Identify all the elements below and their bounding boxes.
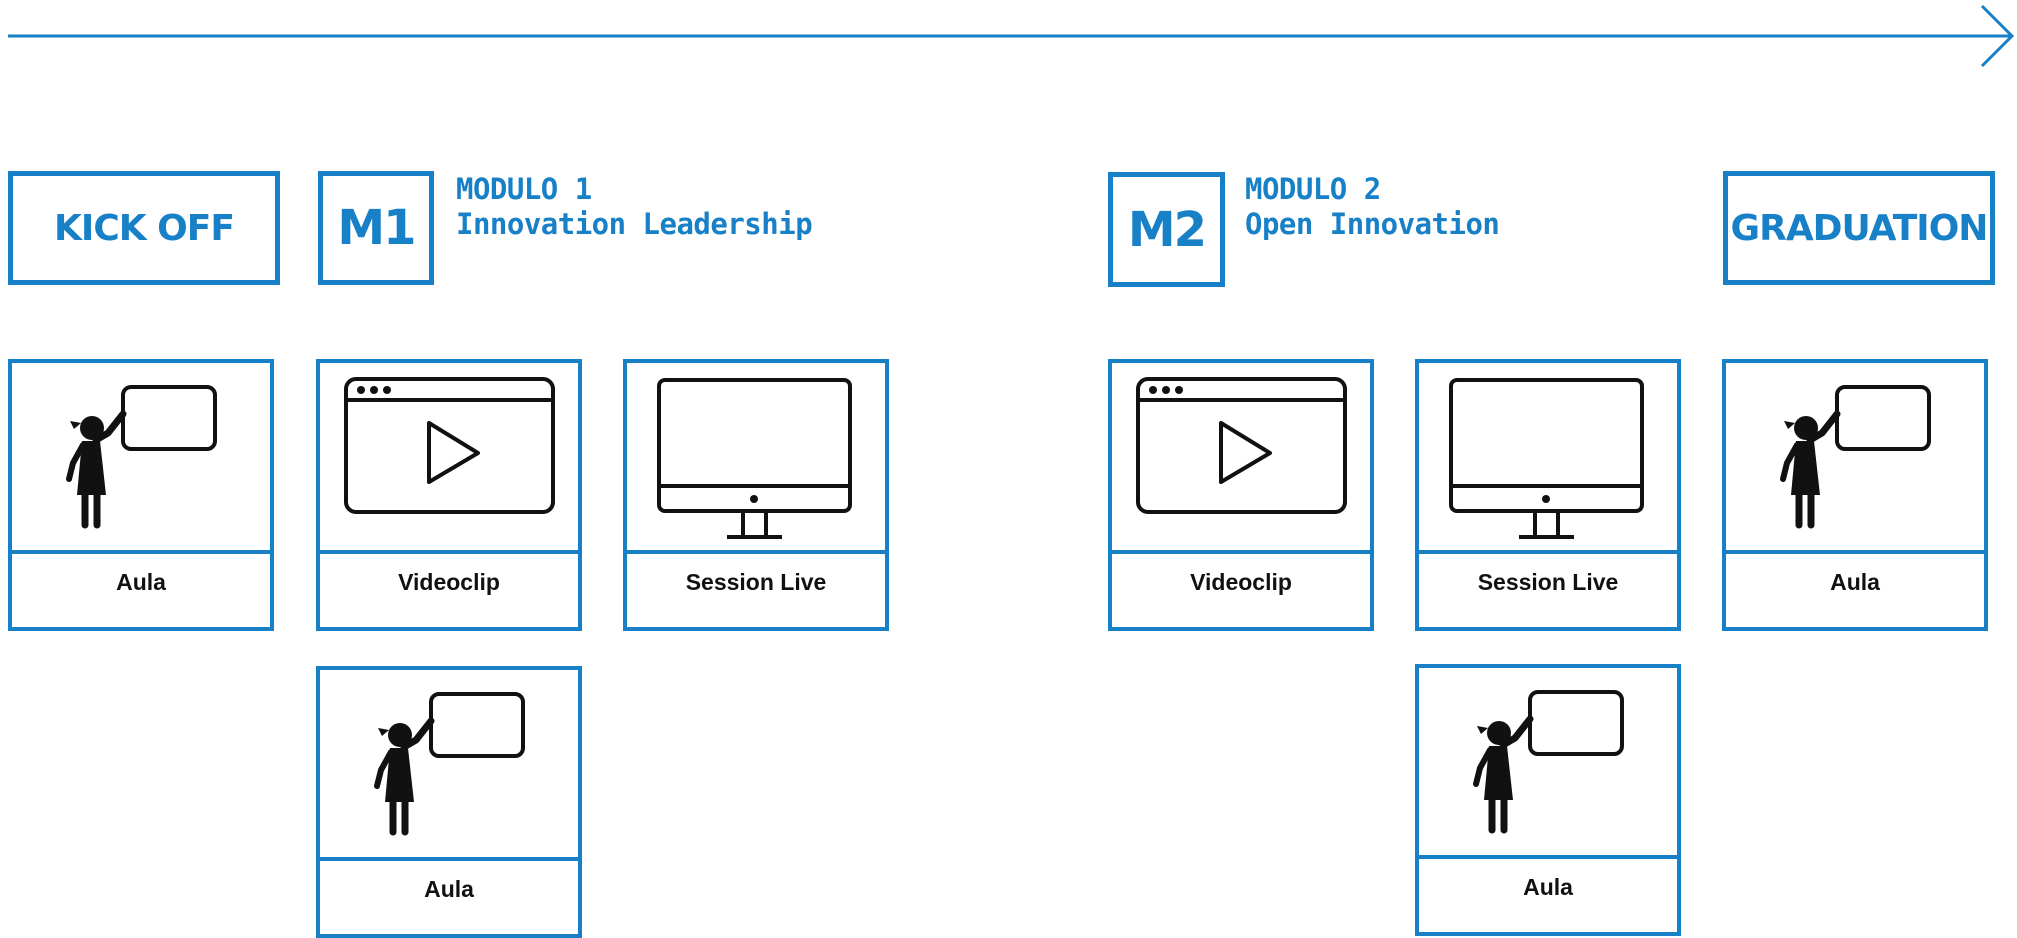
card-art [1419,363,1677,554]
card-label: Videoclip [1190,568,1292,595]
video-player-icon [1136,377,1347,514]
teacher-icon [374,692,525,836]
activity-card-aula: Aula [1415,664,1681,936]
activity-card-session-live: Session Live [1415,359,1681,631]
module-2-title: MODULO 2 [1245,172,1381,206]
card-label: Session Live [1477,568,1619,595]
activity-card-aula: Aula [8,359,274,631]
activity-card-videoclip: Videoclip [316,359,582,631]
card-art [627,363,885,554]
card-label: Aula [1523,873,1573,900]
teacher-icon [1780,385,1931,529]
teacher-icon [1473,690,1624,834]
module-1-title: MODULO 1 [456,172,592,206]
video-player-icon [344,377,555,514]
card-label: Aula [1830,568,1880,595]
teacher-icon [66,385,217,529]
card-art [1112,363,1370,554]
card-label: Aula [424,875,474,902]
monitor-icon [1449,378,1644,539]
module-2-subtitle: Open Innovation [1245,207,1500,241]
activity-card-aula: Aula [316,666,582,938]
module-1-heading: MODULO 1 Innovation Leadership [456,172,813,242]
phase-kickoff: KICK OFF [8,171,280,285]
card-label: Videoclip [398,568,500,595]
module-2-heading: MODULO 2 Open Innovation [1245,172,1500,242]
module-1-subtitle: Innovation Leadership [456,207,813,241]
card-art [320,670,578,861]
card-label: Aula [116,568,166,595]
monitor-icon [657,378,852,539]
activity-card-aula: Aula [1722,359,1988,631]
card-art [12,363,270,554]
card-art [320,363,578,554]
timeline-arrow [8,4,2015,68]
activity-card-session-live: Session Live [623,359,889,631]
phase-graduation: GRADUATION [1723,171,1995,285]
card-art [1726,363,1984,554]
card-art [1419,668,1677,859]
card-label: Session Live [685,568,827,595]
activity-card-videoclip: Videoclip [1108,359,1374,631]
phase-m1: M1 [318,171,434,285]
phase-m2: M2 [1108,172,1225,287]
